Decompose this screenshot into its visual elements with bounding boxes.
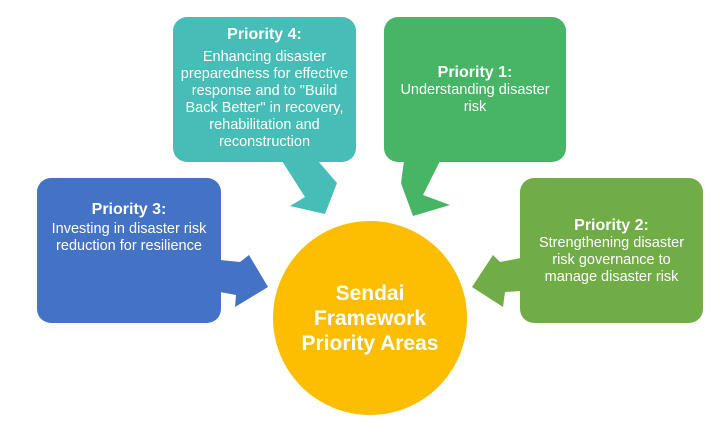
arrow-priority-1 <box>401 161 450 216</box>
priority-2-description: Strengthening disaster risk governance t… <box>538 234 685 285</box>
arrow-priority-2 <box>472 255 521 307</box>
priority-4-box: Priority 4: Enhancing disaster preparedn… <box>173 17 356 162</box>
priority-3-box: Priority 3: Investing in disaster risk r… <box>37 178 221 323</box>
priority-2-box: Priority 2: Strengthening disaster risk … <box>520 178 703 323</box>
priority-1-title: Priority 1: <box>437 64 513 81</box>
priority-4-description: Enhancing disaster preparedness for effe… <box>180 49 349 150</box>
priority-4-title: Priority 4: <box>227 26 302 43</box>
priority-1-description: Understanding disaster risk <box>400 82 550 115</box>
priority-1-box: Priority 1: Understanding disaster risk <box>384 17 566 162</box>
arrow-priority-4 <box>282 161 337 214</box>
center-hub-label: Sendai Framework Priority Areas <box>301 281 439 355</box>
arrow-priority-3 <box>220 255 268 307</box>
priority-3-description: Investing in disaster risk reduction for… <box>51 221 207 254</box>
priority-3-title: Priority 3: <box>91 201 167 218</box>
priority-2-title: Priority 2: <box>574 216 649 234</box>
center-hub-circle: Sendai Framework Priority Areas <box>273 221 467 415</box>
